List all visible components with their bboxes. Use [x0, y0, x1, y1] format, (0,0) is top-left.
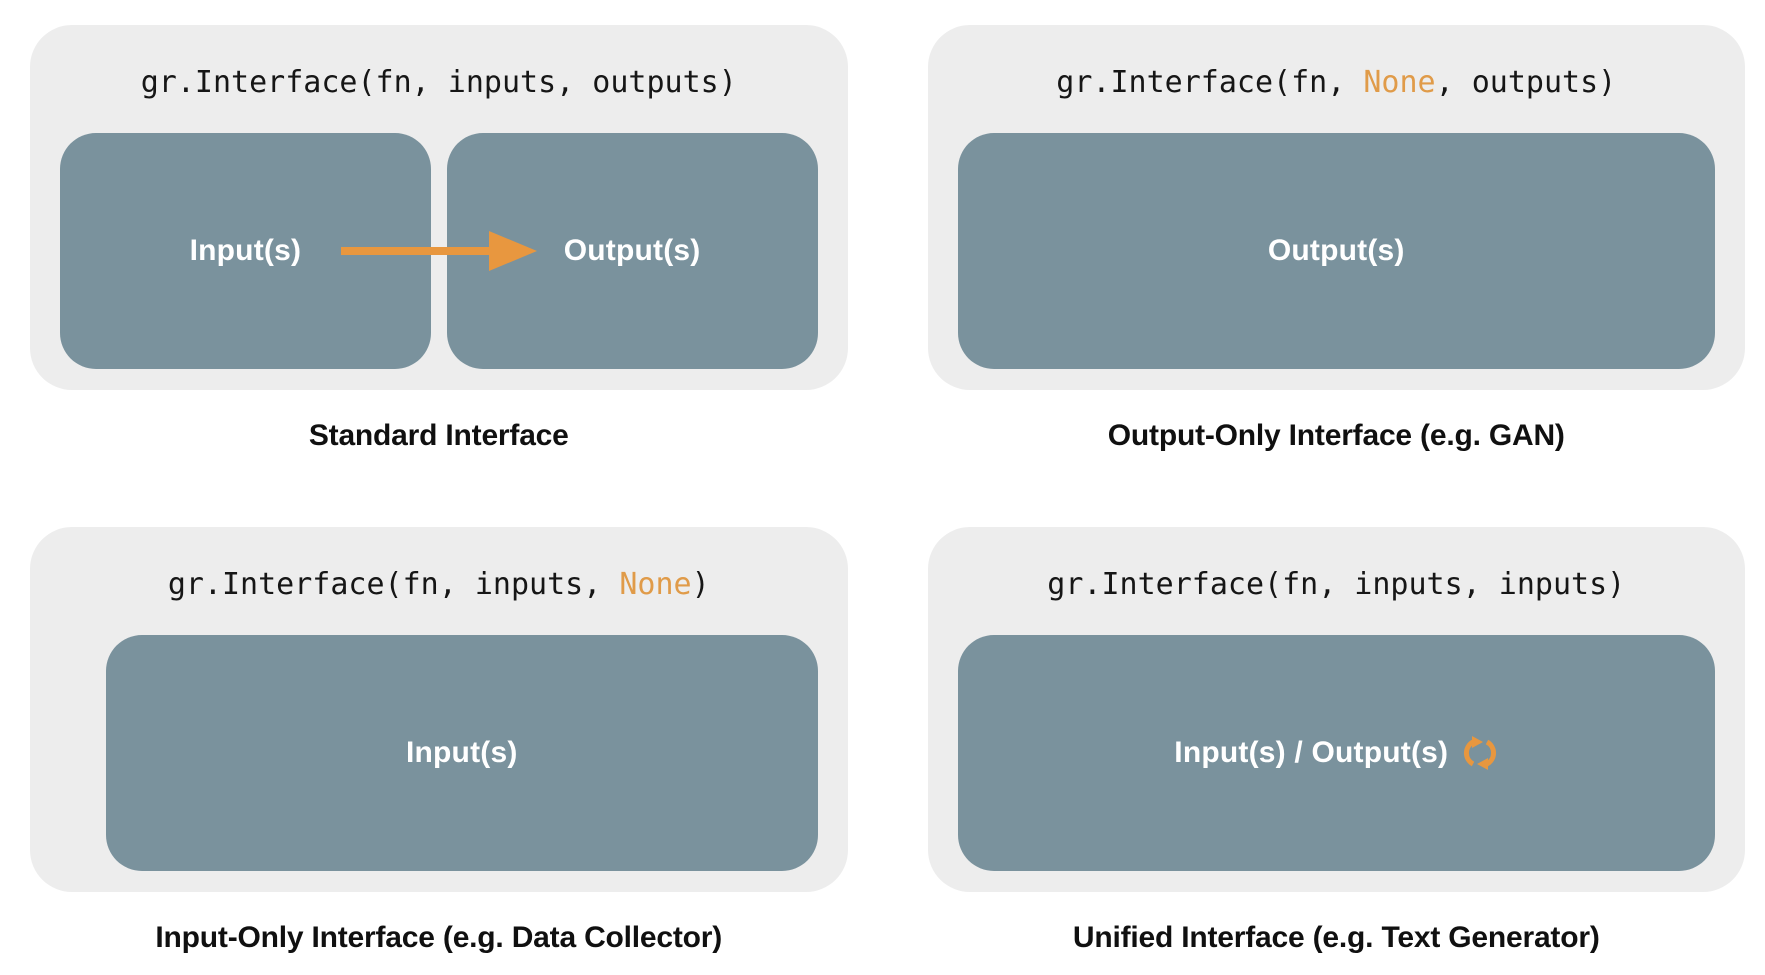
cell-output-only-interface: gr.Interface(fn, None, outputs) Output(s…	[927, 25, 1745, 473]
code-highlight: None	[1363, 64, 1436, 100]
output-box: Output(s)	[446, 133, 818, 369]
cell-input-only-interface: gr.Interface(fn, inputs, None) Input(s) …	[30, 527, 848, 975]
boxes-row: Input(s)	[60, 635, 818, 871]
panel-input-only-interface: gr.Interface(fn, inputs, None) Input(s)	[30, 527, 848, 892]
io-box: Input(s) / Output(s)	[957, 635, 1715, 871]
code-text: gr.Interface(fn, inputs, inputs)	[1047, 566, 1626, 602]
panel-caption: Unified Interface (e.g. Text Generator)	[1072, 921, 1600, 954]
boxes-row: Input(s) Output(s)	[60, 133, 818, 369]
output-box-label: Output(s)	[563, 234, 701, 267]
code-text: , outputs)	[1435, 64, 1617, 100]
output-box: Output(s)	[957, 133, 1715, 369]
input-box: Input(s)	[60, 133, 431, 369]
input-box-label: Input(s)	[405, 736, 518, 769]
sync-icon	[1464, 736, 1497, 770]
code-snippet: gr.Interface(fn, None, outputs)	[958, 25, 1716, 133]
code-text: gr.Interface(fn,	[1056, 64, 1364, 100]
cell-unified-interface: gr.Interface(fn, inputs, inputs) Input(s…	[927, 527, 1745, 975]
input-box: Input(s)	[106, 635, 818, 871]
boxes-row: Input(s) / Output(s)	[957, 635, 1715, 871]
panel-standard-interface: gr.Interface(fn, inputs, outputs) Input(…	[30, 25, 848, 390]
panel-unified-interface: gr.Interface(fn, inputs, inputs) Input(s…	[927, 527, 1745, 892]
code-snippet: gr.Interface(fn, inputs, None)	[60, 527, 818, 635]
code-text: )	[691, 566, 710, 602]
io-box-label: Input(s) / Output(s)	[1174, 736, 1449, 769]
input-box-label: Input(s)	[189, 234, 302, 267]
code-text: gr.Interface(fn, inputs, outputs)	[140, 64, 737, 100]
code-text: gr.Interface(fn, inputs,	[167, 566, 620, 602]
output-box-label: Output(s)	[1267, 234, 1405, 267]
panel-caption: Standard Interface	[308, 419, 569, 452]
panel-output-only-interface: gr.Interface(fn, None, outputs) Output(s…	[927, 25, 1745, 390]
panel-caption: Output-Only Interface (e.g. GAN)	[1107, 419, 1565, 452]
code-highlight: None	[619, 566, 692, 602]
boxes-row: Output(s)	[957, 133, 1715, 369]
code-snippet: gr.Interface(fn, inputs, outputs)	[60, 25, 818, 133]
code-snippet: gr.Interface(fn, inputs, inputs)	[958, 527, 1716, 635]
cell-standard-interface: gr.Interface(fn, inputs, outputs) Input(…	[30, 25, 848, 473]
panel-caption: Input-Only Interface (e.g. Data Collecto…	[155, 921, 723, 954]
